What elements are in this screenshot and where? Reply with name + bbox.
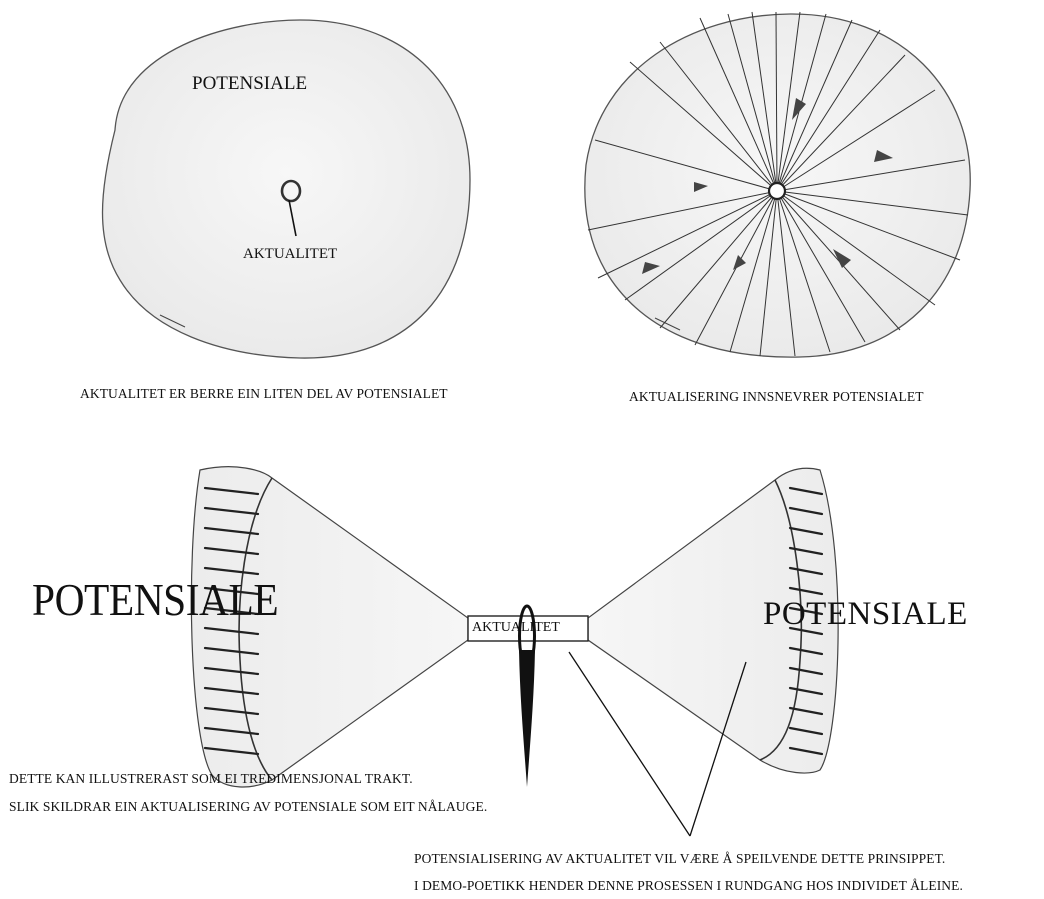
actuality-label-funnel: AKTUALITET (472, 621, 560, 635)
potential-label-funnel-right: POTENSIALE (763, 598, 968, 631)
note-left-line-2: SLIK SKILDRAR EIN AKTUALISERING AV POTEN… (9, 799, 487, 815)
caption-left-disc: AKTUALITET ER BERRE EIN LITEN DEL AV POT… (80, 386, 448, 402)
potential-label-funnel-left: POTENSIALE (32, 577, 278, 623)
actuality-label-left-disc: AKTUALITET (243, 246, 337, 263)
note-right-line-1: POTENSIALISERING AV AKTUALITET VIL VÆRE … (414, 851, 945, 867)
actuality-center-right (769, 183, 785, 199)
caption-right-disc: AKTUALISERING INNSNEVRER POTENSIALET (629, 389, 924, 405)
potential-label-left-disc: POTENSIALE (192, 73, 307, 95)
note-left-line-1: DETTE KAN ILLUSTRERAST SOM EI TREDIMENSJ… (9, 771, 413, 787)
note-right-line-2: I DEMO-POETIKK HENDER DENNE PROSESSEN I … (414, 878, 963, 894)
funnel-left-cone (191, 467, 468, 787)
potential-disc-left (103, 20, 471, 358)
